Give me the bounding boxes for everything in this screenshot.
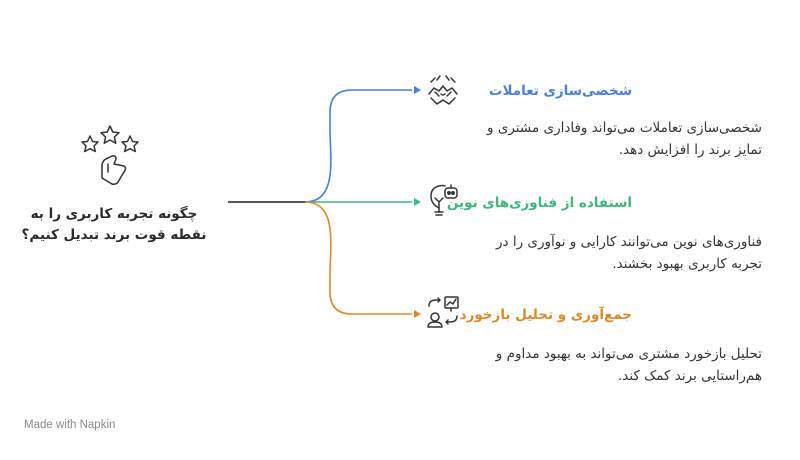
branch-desc-3: تحلیل بازخورد مشتری می‌تواند به بهبود مد… [495,346,762,384]
branch-desc-2: فناوری‌های نوین می‌توانند کارایی و نوآور… [496,234,762,272]
branch-arrowhead-3 [414,310,421,318]
napkin-credit[interactable]: Made with Napkin [24,419,115,431]
branch-desc-1: شخصی‌سازی تعاملات می‌تواند وفاداری مشتری… [487,120,762,158]
branch-connector-1 [304,89,412,203]
footer-label: Made with Napkin [24,419,116,431]
branch-title-3: جمع‌آوری و تحلیل بازخورد [459,307,632,323]
branch-title-2: استفاده از فناوری‌های نوین [446,195,632,211]
branch-connector-3 [304,201,412,315]
central-title: چگونه تجربه کاربری را به نقطه قوت برند ت… [21,206,207,243]
branch-arrowhead-1 [414,86,421,94]
branch-title-1: شخصی‌سازی تعاملات [488,83,632,99]
user-chart-exchange-icon [425,294,461,330]
stars-and-hand-icon [78,122,142,192]
robot-lightbulb-icon [425,182,461,218]
branch-arrowhead-2 [414,198,421,206]
puzzle-hands-icon [425,74,461,110]
